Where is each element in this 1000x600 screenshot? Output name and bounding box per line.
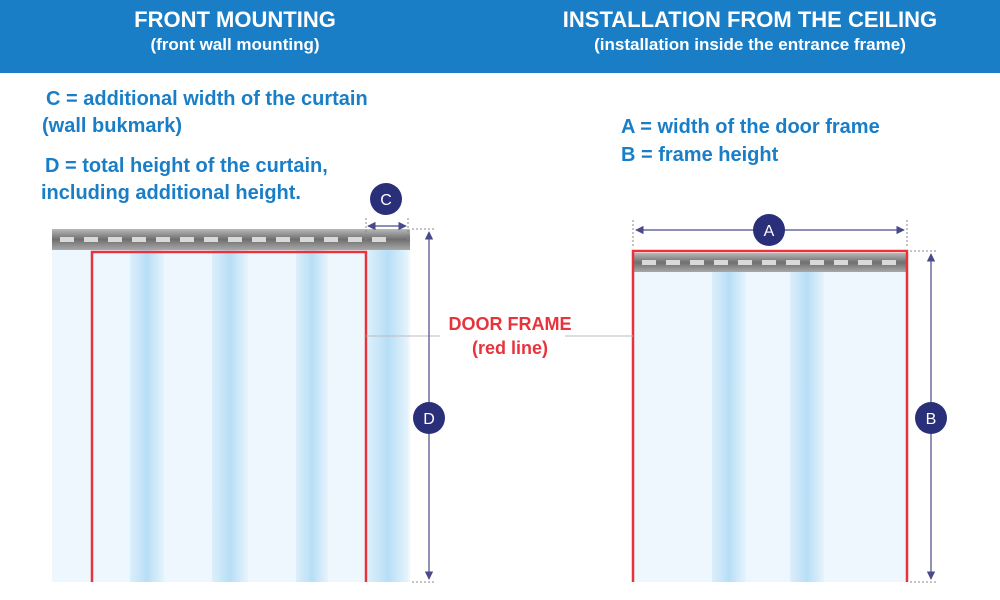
left-rail-clips xyxy=(60,237,386,242)
ceiling-installation-subtitle: (installation inside the entrance frame) xyxy=(594,35,906,54)
svg-text:C: C xyxy=(380,192,392,209)
svg-text:B: B xyxy=(926,411,937,428)
left-door-frame-line xyxy=(90,250,368,582)
front-mounting-subtitle: (front wall mounting) xyxy=(150,35,320,54)
legend-c-line2: (wall bukmark) xyxy=(42,115,183,137)
legend-c: C = additional width of the curtain (wal… xyxy=(42,86,368,140)
legend-b: B = frame height xyxy=(621,144,779,166)
legend-c-line1: C = additional width of the curtain xyxy=(46,88,368,110)
left-curtain-strip xyxy=(212,250,248,582)
legend-a: A = width of the door frame xyxy=(621,116,880,138)
door-frame-label: DOOR FRAME (red line) xyxy=(400,312,620,360)
right-curtain-strip xyxy=(712,272,746,582)
svg-text:D: D xyxy=(423,411,435,428)
right-rail-clips xyxy=(642,260,896,265)
left-curtain-strip xyxy=(296,250,328,582)
door-frame-label-line2: (red line) xyxy=(471,338,548,358)
right-curtain-strip xyxy=(790,272,824,582)
left-curtain-strip xyxy=(130,250,164,582)
legend-d-line2: including additional height. xyxy=(41,182,301,204)
ceiling-curtain xyxy=(631,249,909,582)
legend-d-line1: D = total height of the curtain, xyxy=(45,155,328,177)
badge-a: A xyxy=(753,214,785,246)
front-mounting-title: FRONT MOUNTING xyxy=(134,7,336,32)
header-banner: FRONT MOUNTING (front wall mounting) INS… xyxy=(0,0,1000,73)
ceiling-installation-title: INSTALLATION FROM THE CEILING xyxy=(562,7,938,32)
front-mounting-curtain xyxy=(52,229,410,582)
right-door-frame-line xyxy=(631,249,909,582)
badge-c: C xyxy=(370,183,402,215)
svg-text:A: A xyxy=(764,223,775,240)
ceiling-installation-heading: INSTALLATION FROM THE CEILING (installat… xyxy=(500,6,1000,57)
door-frame-label-line1: DOOR FRAME xyxy=(448,314,572,334)
badge-b: B xyxy=(915,402,947,434)
right-curtain-body xyxy=(634,272,906,582)
badge-d: D xyxy=(413,402,445,434)
front-mounting-heading: FRONT MOUNTING (front wall mounting) xyxy=(0,6,470,57)
legend-d: D = total height of the curtain, includi… xyxy=(41,153,328,207)
left-curtain-strip xyxy=(368,250,408,582)
